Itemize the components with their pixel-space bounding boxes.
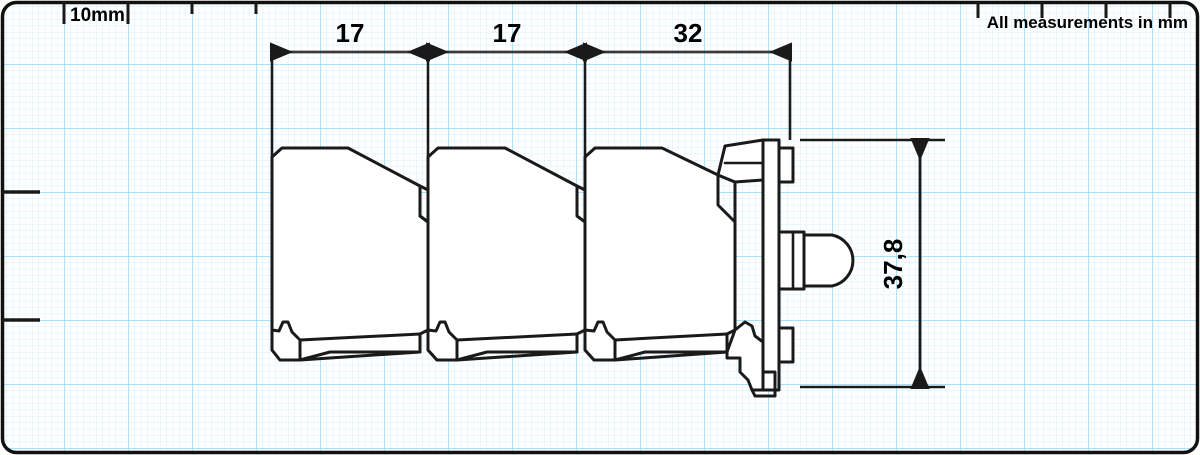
module-1: [270, 146, 430, 362]
module-2-rail-clip: [426, 320, 459, 362]
top-edge-scale-ticks: [62, 2, 1172, 24]
module-3-rail-clip: [583, 320, 617, 362]
end-plate-bottom-tab: [777, 326, 795, 364]
module-1-body: [270, 146, 430, 362]
din-rail-assembly: [270, 138, 855, 398]
dimension-label-17a: 17: [336, 18, 365, 48]
module-2-foot-edge: [455, 332, 579, 362]
measurement-units-note: All measurements in mm: [987, 13, 1188, 32]
connector-plug-collar: [777, 230, 806, 291]
module-3-body: [583, 146, 737, 362]
end-plate-bottom-extension: [750, 370, 777, 398]
module-2-body: [426, 146, 587, 362]
dimension-label-17b: 17: [493, 18, 522, 48]
end-module-top-cap: [716, 138, 765, 184]
end-plate: [761, 138, 781, 392]
module-2: [426, 146, 587, 362]
module-1-foot-edge: [298, 332, 422, 362]
dimension-label-height: 37,8: [878, 239, 908, 290]
module-1-rail-clip: [270, 320, 302, 362]
scale-label: 10mm: [70, 5, 125, 26]
left-edge-scale-ticks: [2, 190, 40, 322]
module-3: [583, 146, 737, 362]
end-plate-top-tab: [777, 146, 795, 184]
end-module-bottom-clip: [725, 320, 765, 392]
dimension-label-32: 32: [674, 18, 703, 48]
module-3-foot-edge: [613, 332, 729, 362]
